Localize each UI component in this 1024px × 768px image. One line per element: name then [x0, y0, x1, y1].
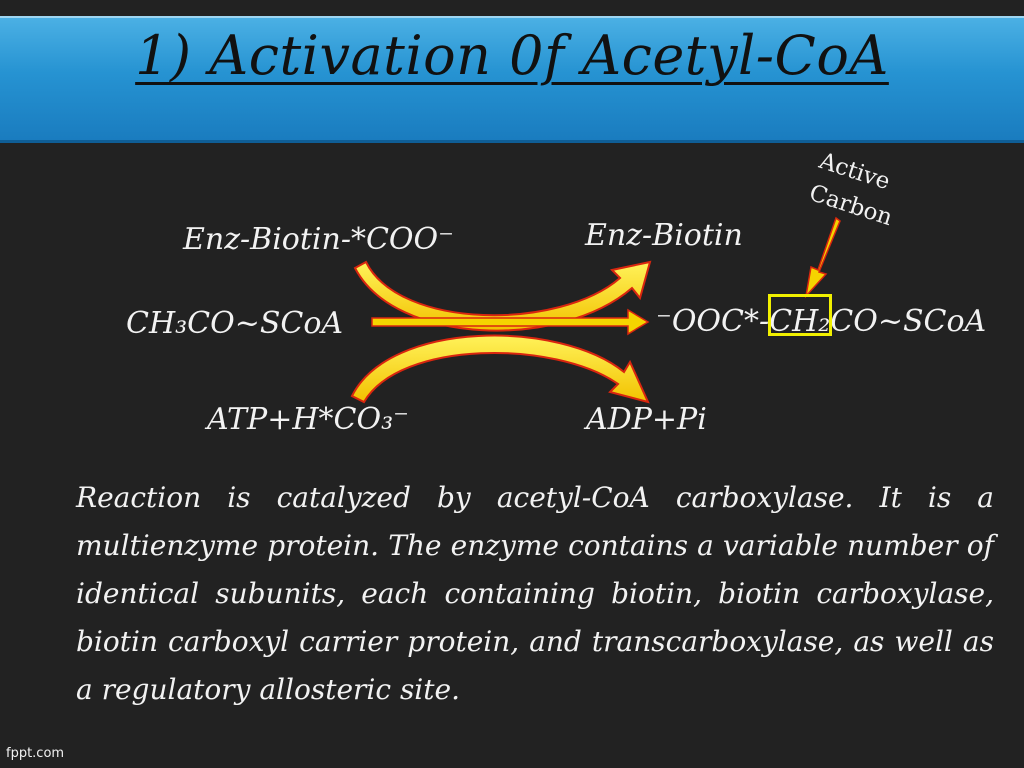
product-prefix: ⁻OOC*- — [656, 304, 770, 339]
description-paragraph: Reaction is catalyzed by acetyl-CoA carb… — [76, 481, 994, 706]
product-enz-biotin: Enz-Biotin — [585, 218, 743, 253]
title-bar — [0, 16, 1024, 143]
reactant-atp-bicarbonate: ATP+H*CO₃⁻ — [207, 402, 409, 437]
active-carbon-arrow — [804, 216, 841, 299]
lower-curved-arrow — [350, 334, 650, 404]
slide-title: 1) Activation 0f Acetyl-CoA — [135, 24, 889, 87]
active-carbon-highlight — [768, 294, 832, 336]
footer-brand: fppt.com — [6, 746, 65, 761]
product-adp-pi: ADP+Pi — [586, 402, 707, 437]
reactant-acetyl-coa: CH₃CO~SCoA — [126, 306, 344, 341]
reactant-enz-biotin-coo: Enz-Biotin-*COO⁻ — [183, 222, 454, 257]
straight-arrow — [371, 308, 650, 336]
product-suffix: CO~SCoA — [830, 304, 987, 339]
